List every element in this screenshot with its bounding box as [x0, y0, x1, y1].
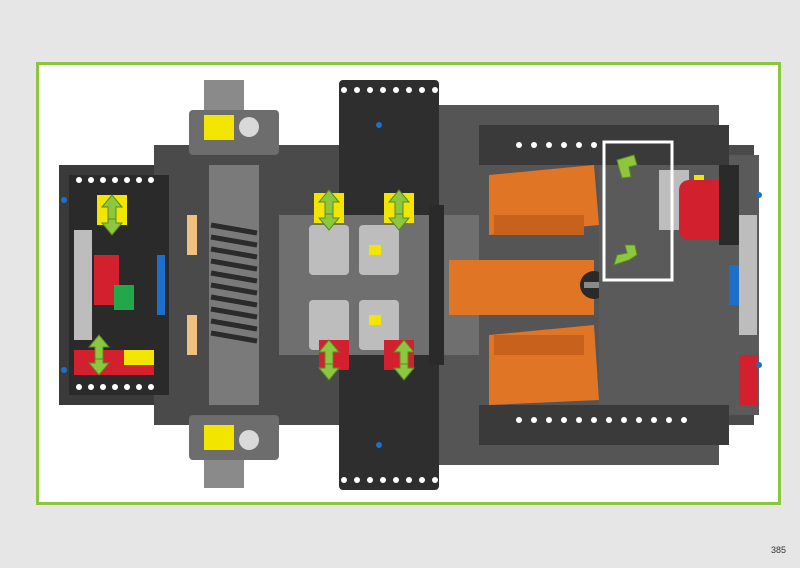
engine-block [279, 205, 479, 365]
rear-module [599, 155, 759, 415]
green-gear [114, 285, 134, 310]
pin-holes [76, 87, 687, 483]
arrow-double-vertical-icon [387, 189, 411, 231]
arrow-double-vertical-icon [100, 194, 124, 236]
orange-seat-bottom [489, 325, 599, 405]
engine-red-left [319, 340, 349, 370]
instruction-frame [36, 62, 781, 505]
front-suspension [187, 165, 259, 405]
arrow-double-vertical-icon [317, 189, 341, 231]
center-disc-slot [584, 282, 604, 288]
orange-center-panel [449, 260, 594, 315]
blue-pins [61, 122, 762, 448]
front-blue-gear [157, 255, 165, 315]
arrow-double-vertical-icon [317, 339, 341, 381]
arrow-down-icon [616, 154, 638, 179]
front-bottom-hub [189, 415, 279, 488]
orange-seat-top [489, 165, 599, 235]
rear-lower-plate [479, 405, 729, 445]
arrow-up-icon [613, 244, 638, 266]
front-top-hub [189, 80, 279, 155]
callout-highlight-box [602, 140, 674, 282]
page-number: 385 [770, 545, 786, 555]
front-yellow-bar [124, 350, 154, 365]
engine-red-right [384, 340, 414, 370]
front-beam [74, 230, 92, 340]
arrow-double-vertical-icon [392, 339, 416, 381]
arrow-double-vertical-icon [87, 334, 111, 376]
chassis-illustration [59, 80, 762, 490]
